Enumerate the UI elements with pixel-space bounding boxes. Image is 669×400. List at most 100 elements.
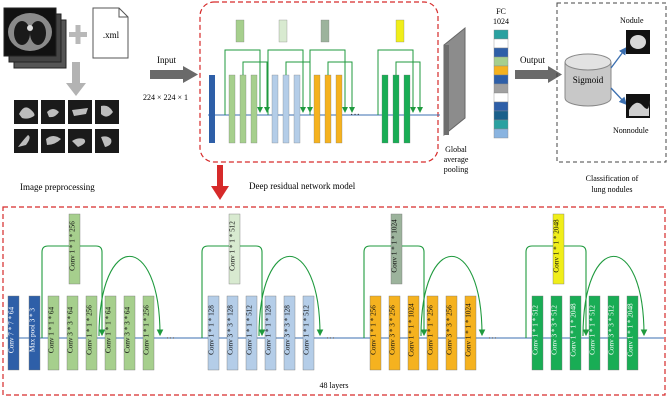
conv-bar: [407, 295, 420, 371]
conv-bar-label: Conv 1 * 1 * 128: [208, 305, 216, 355]
xml-label: .xml: [103, 30, 120, 40]
conv-bar: [283, 295, 296, 371]
conv-bar: [245, 295, 258, 371]
network-caption: Deep residual network model: [249, 181, 356, 191]
output-arrow-head: [548, 66, 562, 83]
gap-label-3: pooling: [444, 165, 468, 174]
conv-bar-label: Conv 1 * 1 * 2048: [570, 303, 578, 357]
overview-conv-bar: [392, 74, 400, 144]
overview-conv-bar: [293, 74, 301, 144]
network-overview: ···: [208, 19, 440, 144]
conv-bar: [388, 295, 401, 371]
conv-bar: [85, 295, 98, 371]
expand-arrow-head: [211, 186, 229, 200]
stage-dots: ···: [488, 333, 497, 343]
conv-bar: [123, 295, 136, 371]
gap-label-2: average: [444, 155, 469, 164]
conv-bar: [464, 295, 477, 371]
overview-identity-loop: [327, 61, 355, 113]
stem-maxpool-bar: [28, 295, 41, 371]
nodule-patch-shape: [101, 136, 112, 147]
conv-bar: [66, 295, 79, 371]
overview-skip-loop: [377, 49, 416, 115]
shortcut-conv-bar: [390, 213, 403, 285]
classification-box: [556, 2, 667, 163]
nonnodule-label: Nonnodule: [613, 126, 649, 135]
input-size-label: 224 × 224 × 1: [143, 93, 188, 102]
global-average-pooling: Global average pooling: [443, 26, 469, 174]
input-arrow-head: [183, 66, 198, 83]
fc-label-2: 1024: [493, 17, 509, 26]
conv-bar: [369, 295, 382, 371]
overview-identity-loop: [395, 61, 423, 113]
preprocessing-panel: .xml Image preprocessing: [3, 7, 129, 192]
conv-bar-label: Conv 1 * 1 * 64: [105, 307, 113, 354]
conv-bar-label: Conv 3 * 3 * 128: [284, 305, 292, 355]
conv-bar-label: Conv 3 * 3 * 256: [446, 305, 454, 355]
overview-shortcut-bar: [320, 19, 330, 43]
layers-caption: 48 layers: [319, 381, 348, 390]
conv-bar-label: Conv 3 * 3 * 64: [67, 307, 75, 354]
input-arrow-shaft: [150, 70, 184, 79]
preprocess-arrow-shaft: [72, 62, 80, 84]
projection-shortcut-in: [525, 245, 553, 338]
overview-conv-bar: [381, 74, 389, 144]
conv-bar: [47, 295, 60, 371]
conv-bar-label: Conv 1 * 1 * 512: [532, 305, 540, 355]
nonnodule-arrow: [610, 87, 627, 105]
plus-vertical: [75, 25, 81, 44]
stem-conv7-bar: [7, 295, 20, 371]
fc-label-1: FC: [496, 7, 506, 16]
conv-bar: [569, 295, 582, 371]
expand-arrow-shaft: [217, 165, 223, 187]
conv-bar-label: Conv 1 * 1 * 256: [427, 305, 435, 355]
shortcut-conv-bar-label: Conv 1 * 1 * 512: [229, 221, 237, 271]
nodule-patch-shape: [18, 135, 30, 147]
output-arrow-group: Output: [515, 55, 562, 83]
conv-bar-label: Conv 3 * 3 * 512: [551, 305, 559, 355]
overview-dots: ···: [350, 110, 360, 121]
nodule-patch-shape: [47, 109, 59, 118]
conv-bar-label: Conv 1 * 1 * 512: [246, 305, 254, 355]
conv-bar-label: Conv 3 * 3 * 256: [389, 305, 397, 355]
fc-neuron: [493, 119, 509, 130]
fc-neuron: [493, 128, 509, 139]
overview-identity-loop: [242, 61, 270, 113]
ct-left-lung: [14, 21, 30, 45]
fc-neuron: [493, 47, 509, 58]
shortcut-conv-bar: [228, 213, 241, 285]
conv-bar-label: Conv 3 * 3 * 128: [227, 305, 235, 355]
projection-shortcut-out: [564, 245, 590, 337]
projection-shortcut-in: [41, 245, 69, 338]
conv-bar: [445, 295, 458, 371]
conv-bar-label: Conv 1 * 1 * 64: [48, 307, 56, 354]
overview-conv-bar: [324, 74, 332, 144]
overview-skip-loop: [309, 49, 348, 115]
nodule-patch-shape: [46, 136, 61, 145]
conv-bar: [142, 295, 155, 371]
ct-spine: [27, 25, 33, 31]
conv-bar-label: Conv 3 * 3 * 64: [124, 307, 132, 354]
shortcut-conv-bar-label: Conv 1 * 1 * 1024: [391, 219, 399, 273]
identity-shortcut: [258, 256, 324, 337]
fc-neuron: [493, 38, 509, 49]
shortcut-conv-bar: [68, 213, 81, 285]
overview-skip-loop: [224, 49, 263, 115]
stem-conv7-bar-label: Conv 7 * 7 * 64: [8, 307, 16, 354]
sigmoid-cylinder-body: [564, 62, 612, 107]
overview-conv-bar: [313, 74, 321, 144]
projection-shortcut-out: [240, 245, 266, 337]
stage-dots: ···: [166, 333, 175, 343]
shortcut-conv-bar-label: Conv 1 * 1 * 256: [69, 221, 77, 271]
nodule-patch-shape: [72, 138, 86, 147]
overview-conv-bar: [403, 74, 411, 144]
conv-bar-label: Conv 3 * 3 * 512: [608, 305, 616, 355]
fc-neuron: [493, 83, 509, 94]
conv-bar-label: Conv 1 * 1 * 256: [143, 305, 151, 355]
fc-neuron: [493, 29, 509, 40]
fc-neuron: [493, 56, 509, 67]
conv-bar-label: Conv 1 * 1 * 2048: [627, 303, 635, 357]
overview-conv-bar: [282, 74, 290, 144]
